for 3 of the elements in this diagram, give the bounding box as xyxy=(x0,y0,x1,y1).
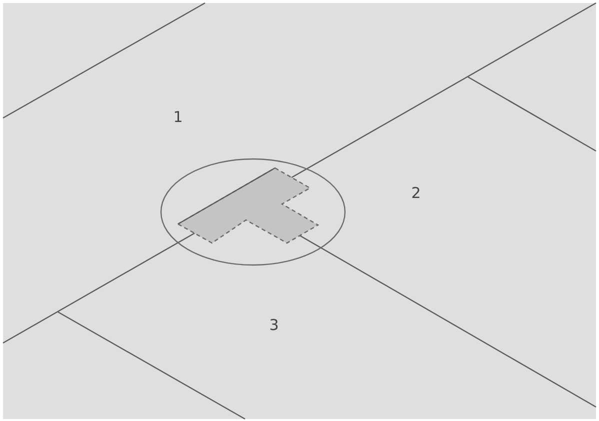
callout-number: 2 xyxy=(411,185,421,201)
callout-number: 1 xyxy=(173,109,183,125)
callout-number: 3 xyxy=(269,317,279,333)
